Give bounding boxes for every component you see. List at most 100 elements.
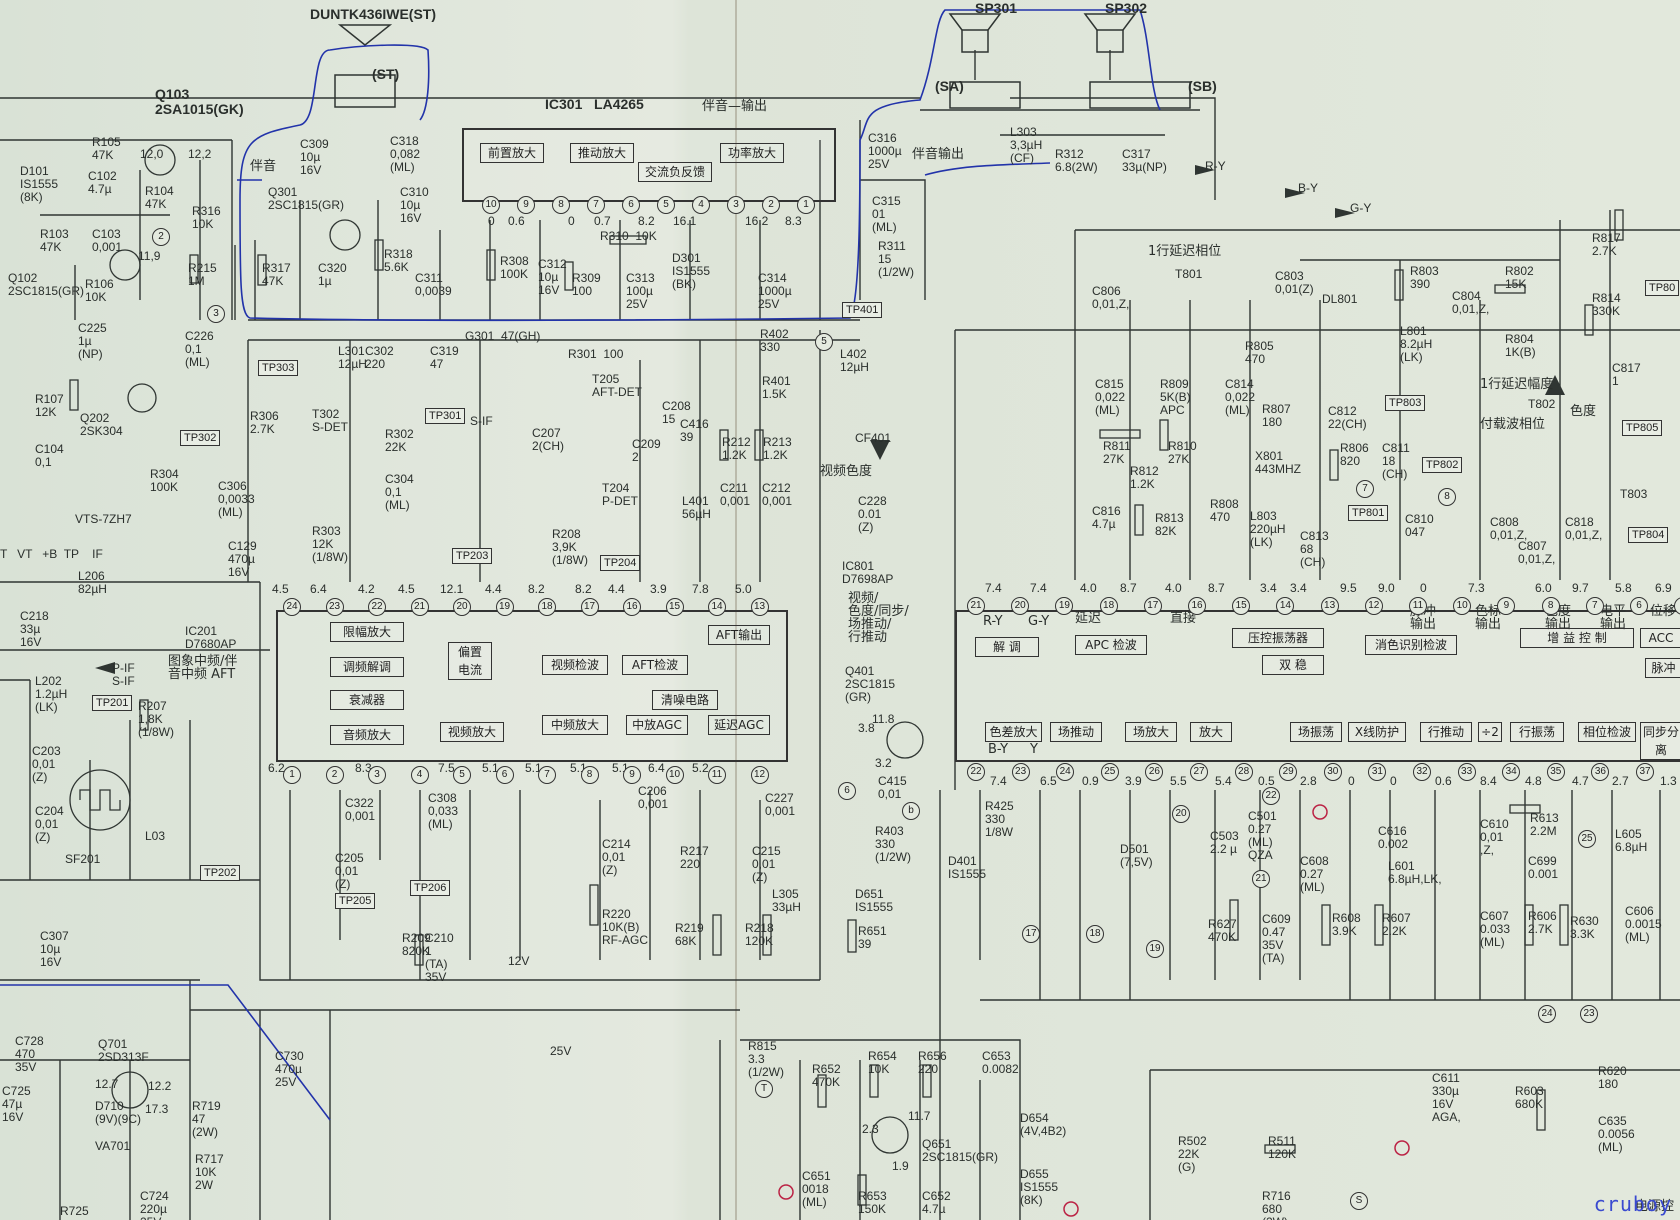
heading-label: (ST) [372,66,400,82]
annotation-label: 伴音输出 [912,147,965,162]
ic-pin: 11 [1409,597,1427,615]
component-label: C206 0,001 [638,784,669,811]
ic-pin: 29 [1279,763,1298,781]
test-point: TP301 [425,408,466,424]
component-label: VTS-7ZH7 [75,512,132,526]
ic-pin: 19 [495,598,514,616]
pin-voltage: 0.6 [1435,774,1452,788]
ic301-audio-amp-block [462,128,836,202]
component-label: C724 220µ 25V [140,1189,169,1220]
ic-pin: 9 [1497,597,1516,615]
function-block: 视频放大 [440,722,504,742]
pin-voltage: 7.8 [692,582,709,596]
component-label: T204 P-DET [602,481,638,508]
component-label: D501 (7,5V) [1120,842,1153,869]
component-label: B-Y [1298,181,1319,195]
component-label: CF401 [855,431,892,445]
component-label: R802 15K [1505,264,1534,291]
component-label: P-IF S-IF [112,661,135,688]
component-label: Q102 2SC1815(GR) [8,271,85,298]
pin-voltage: 6.4 [310,582,327,596]
node-marker: 8 [1438,488,1456,506]
pen-annotation [0,9,1161,1121]
function-block: 功率放大 [720,143,784,163]
node-marker: 7 [1356,480,1374,498]
function-block: 消色识别检波 [1365,635,1457,655]
component-label: 12.2 [148,1079,172,1093]
component-label: R652 470K [812,1062,841,1089]
component-label: D101 IS1555 (8K) [20,164,59,204]
annotation-label: 视频色度 [820,464,873,479]
component-label: L605 6.8µH [1615,827,1648,854]
component-label: C306 0,0033 (ML) [218,479,255,519]
ic-pin: 16 [623,598,641,616]
ic-pin: 6 [622,196,640,214]
function-block: 视频检波 [542,655,608,675]
component-label: C311 0,0039 [415,271,452,298]
pin-voltage: 3.9 [650,582,667,596]
ic-pin: 7 [1585,597,1604,615]
component-label: C635 0.0056 (ML) [1598,1114,1635,1154]
component-label: L03 [145,829,166,843]
function-block: 衰减器 [330,690,404,710]
test-point: TP803 [1385,395,1426,411]
component-label: T801 [1175,267,1203,281]
ic-pin: 25 [1100,763,1119,781]
pin-voltage: 5.0 [735,582,752,596]
component-label: R607 2.2K [1382,911,1411,938]
ic-pin: 12 [1364,597,1383,615]
component-label: C501 0.27 (ML) QZA [1248,809,1277,862]
component-label: R219 68K [675,921,704,948]
node-marker: 23 [1580,1005,1598,1023]
component-label: C616 0.002 [1378,824,1409,851]
ic-pin: 17 [1143,597,1162,615]
pin-voltage: 2.8 [1300,774,1317,788]
component-label: L305 33µH [772,887,801,914]
annotation-label: 电源控 [1635,1199,1675,1214]
test-point: TP303 [258,360,299,376]
component-label: R308 100K [500,254,529,281]
component-label: C653 0.0082 [982,1049,1019,1076]
ic-pin: 4 [410,766,429,784]
component-label: C811 18 (CH) [1382,441,1410,481]
pin-voltage: 4.5 [398,582,415,596]
component-label: 12.7 [95,1077,119,1091]
function-block: 脉冲 [1645,658,1680,678]
component-label: R218 120K [745,921,774,948]
component-label: C730 470µ 25V [275,1049,304,1089]
component-label: D301 IS1555 (BK) [672,251,711,291]
pin-voltage: 4.4 [485,582,502,596]
ic-pin: 12 [750,766,769,784]
test-point: TP805 [1622,420,1663,436]
ic-pin: 24 [1056,763,1075,781]
component-label: S-IF [470,414,493,428]
component-label: R808 470 [1210,497,1239,524]
component-label: C211 0,001 [720,481,751,508]
component-label: R812 1.2K [1130,464,1159,491]
component-label: C226 0,1 (ML) [185,329,214,369]
component-label: VA701 [95,1139,131,1153]
heading-label: SP301 [975,0,1018,16]
pin-voltage: 7.5 [438,761,455,775]
component-label: C302 220 [365,344,394,371]
component-label: R815 3.3 (1/2W) [748,1039,784,1079]
component-label: C609 0.47 35V (TA) [1262,912,1291,965]
ic-pin: 18 [538,598,556,616]
component-label: IC801 D7698AP [842,559,894,586]
node-marker: 22 [1262,787,1280,805]
heading-label: 2SA1015(GK) [155,101,244,117]
ic-pin: 8 [552,196,570,214]
ic-pin: 18 [1099,597,1118,615]
component-label: R209 820K [402,931,431,958]
ic-pin: 5 [453,766,471,784]
component-label: R311 15 (1/2W) [878,239,914,279]
component-label: D651 IS1555 [855,887,894,914]
component-label: 16.1 [673,214,697,228]
ic-pin: 35 [1546,763,1565,781]
component-label: C227 0,001 [765,791,796,818]
ic-pin: 23 [1011,763,1030,781]
pin-voltage: 4.0 [1165,581,1182,595]
component-label: D710 (9V)(9C) [95,1099,142,1126]
ic-pin: 31 [1368,763,1387,781]
ic-pin: 33 [1457,763,1476,781]
